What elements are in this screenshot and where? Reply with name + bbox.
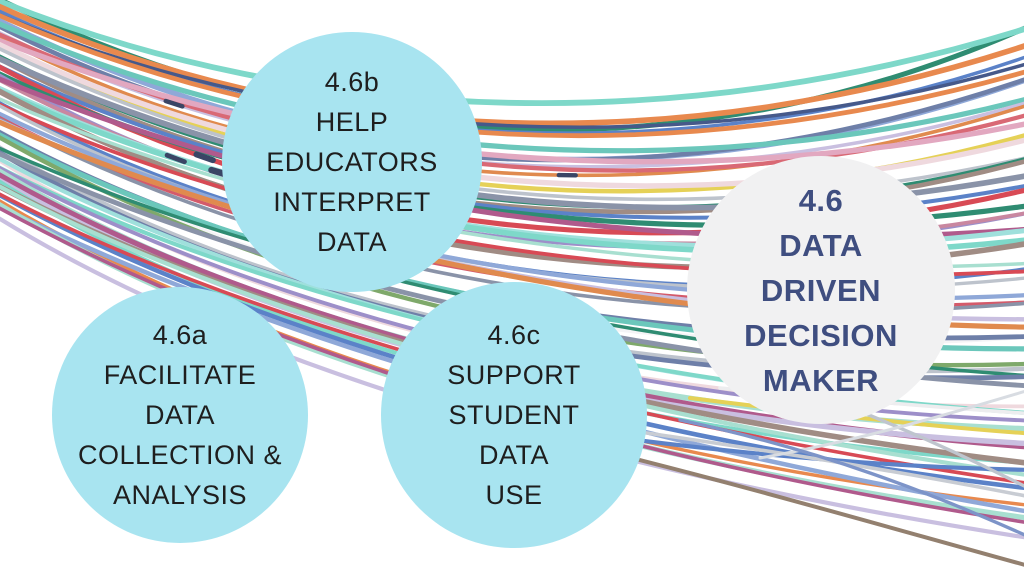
wire [0,41,1024,189]
bubble-4-6b-line4: DATA [316,227,387,257]
bubble-4-6-line1: DATA [779,227,863,263]
wire [0,37,1024,165]
loose-wire [638,430,1024,498]
loose-wire [758,390,1024,460]
bubble-4-6b-line1: HELP [315,107,389,137]
wire [0,3,1024,127]
bubble-4-6a-line4: ANALYSIS [112,480,248,510]
bubble-4-6b-line2: EDUCATORS [266,147,438,177]
loose-wire [678,418,1024,537]
bubble-4-6a: 4.6a FACILITATE DATA COLLECTION & ANALYS… [52,287,308,543]
bubble-4-6-line4: MAKER [762,362,880,398]
bubble-4-6b-line3: INTERPRET [273,187,431,217]
wire [0,13,1024,130]
wire [0,21,1024,154]
bubble-4-6c-code: 4.6c [487,320,541,350]
bubble-4-6-code: 4.6 [798,182,844,218]
bubble-4-6-title: 4.6 DATA DRIVEN DECISION MAKER [687,156,955,424]
bubble-4-6c-line2: STUDENT [448,400,580,430]
bubble-4-6b-code: 4.6b [324,67,380,97]
bubble-4-6c-line1: SUPPORT [447,360,581,390]
bubble-4-6a-line3: COLLECTION & [77,440,283,470]
loose-wire [688,396,1024,436]
bubble-4-6a-line1: FACILITATE [103,360,257,390]
bubble-4-6c-line4: USE [485,480,543,510]
wire [0,35,1024,178]
wire [164,152,187,165]
bubble-4-6c: 4.6c SUPPORT STUDENT DATA USE [381,282,647,548]
bubble-4-6-line2: DRIVEN [760,272,882,308]
loose-wire [598,448,1024,567]
wire [0,0,1024,107]
bubble-4-6b: 4.6b HELP EDUCATORS INTERPRET DATA [222,32,482,292]
bubble-4-6a-line2: DATA [144,400,215,430]
bubble-4-6-line3: DECISION [744,317,898,353]
wire [193,151,216,164]
bubble-4-6c-line3: DATA [478,440,549,470]
wire [163,98,185,109]
wire [0,13,1024,139]
bubble-4-6a-code: 4.6a [152,320,208,350]
